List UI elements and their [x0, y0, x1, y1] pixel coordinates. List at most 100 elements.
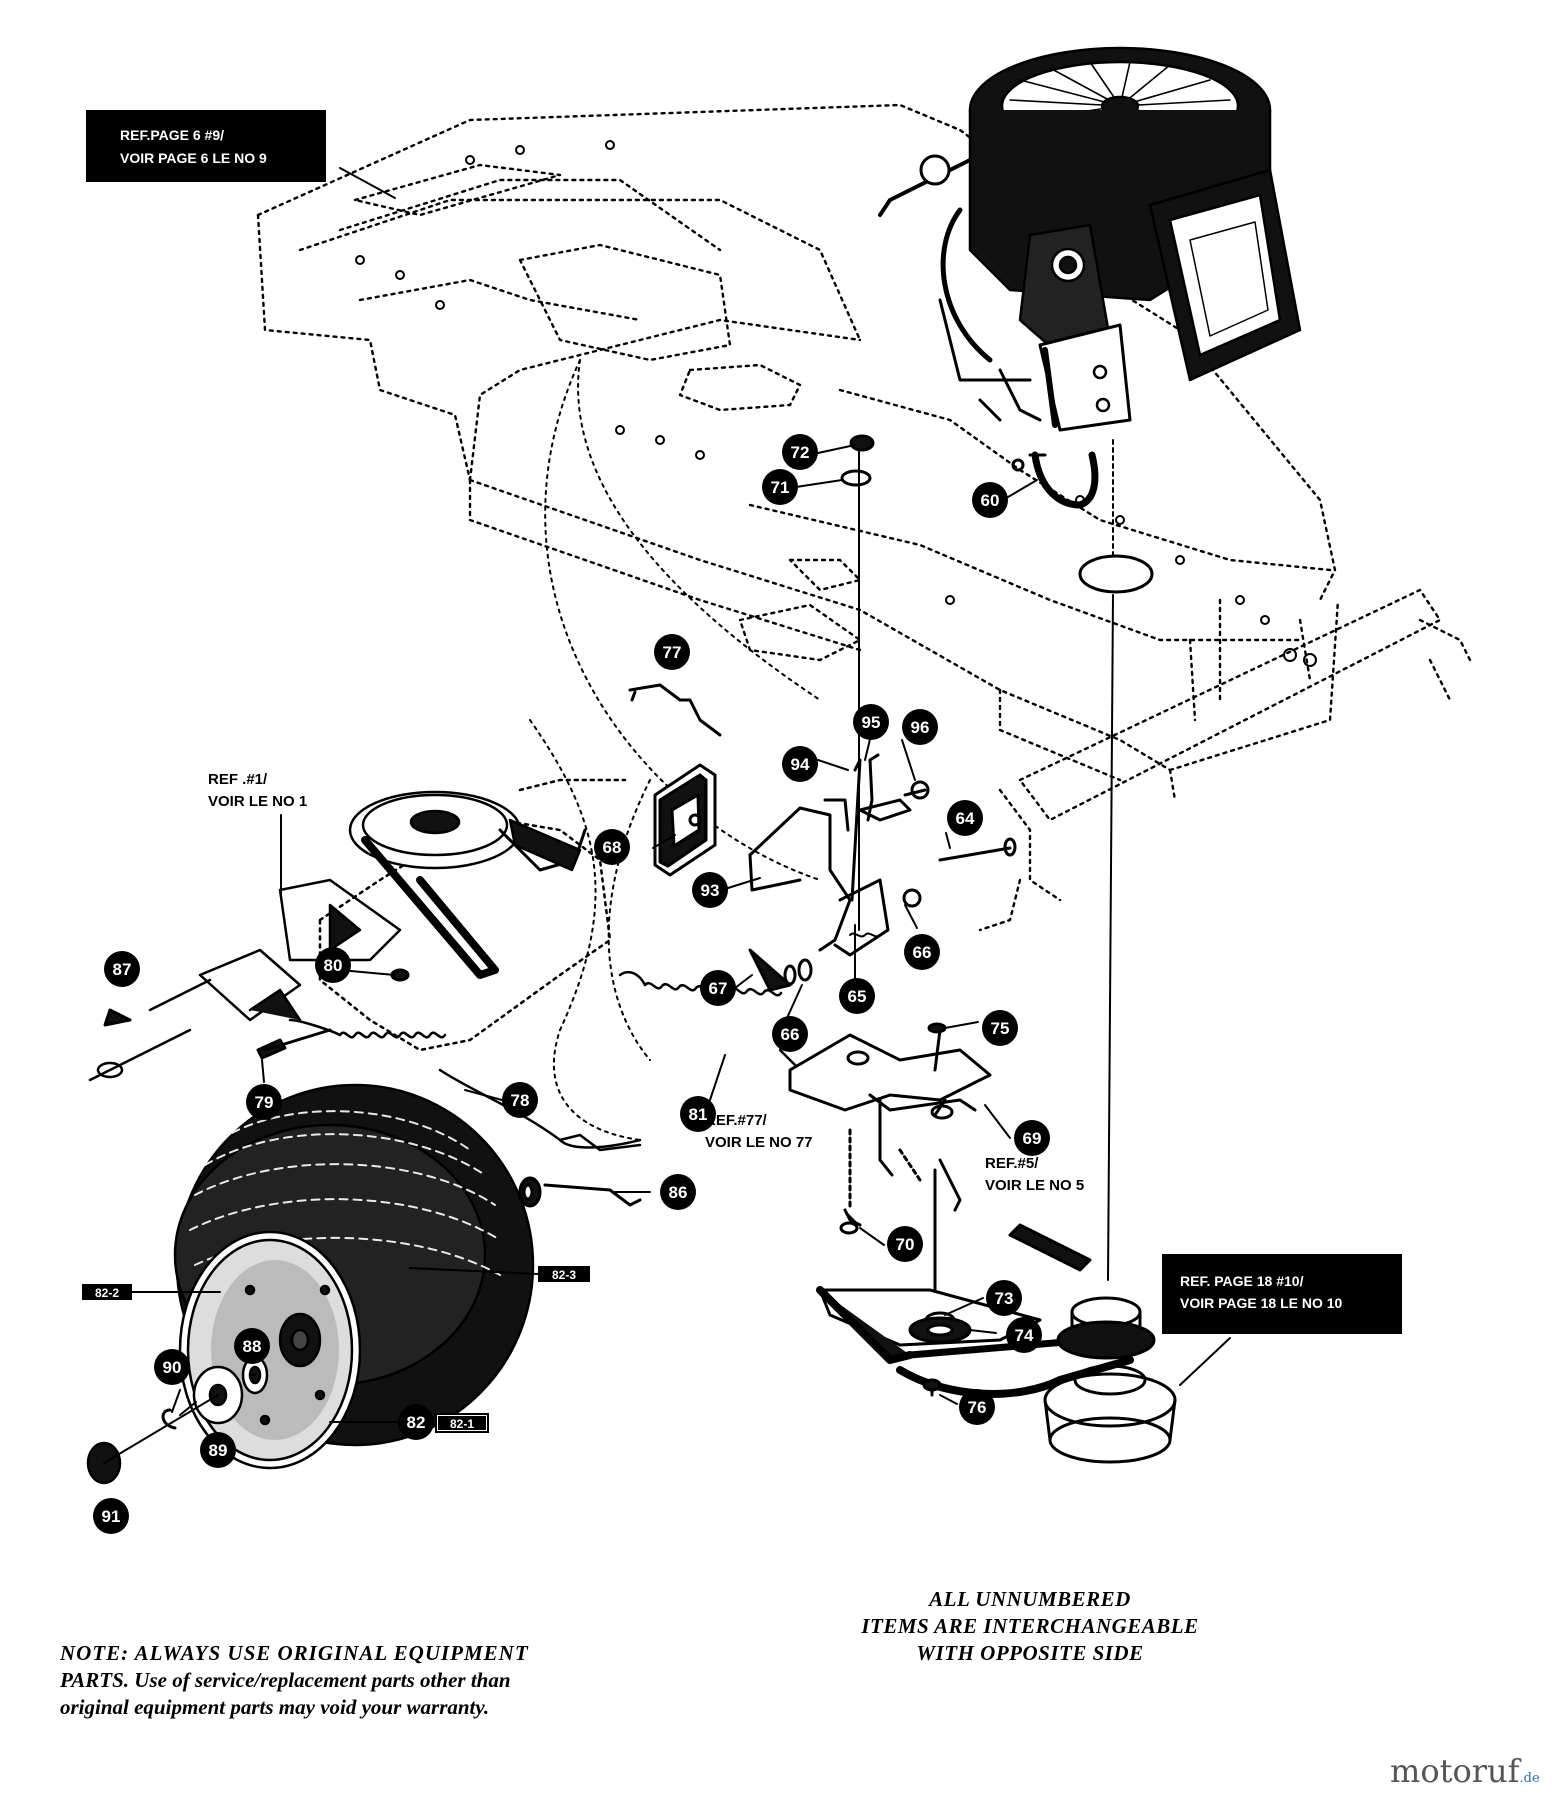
callout-bubble — [200, 1432, 236, 1468]
callout-number: 96 — [911, 718, 930, 737]
svg-text:VOIR LE NO 1: VOIR LE NO 1 — [208, 793, 307, 810]
callout-number: 90 — [163, 1358, 182, 1377]
callout-bubble — [904, 934, 940, 970]
callout-number: 65 — [848, 987, 867, 1006]
callout-number: 88 — [243, 1337, 262, 1356]
shift-parts — [823, 753, 930, 902]
callout-number: 80 — [324, 956, 343, 975]
callout-bubble — [246, 1084, 282, 1120]
svg-text:REF.#5/: REF.#5/ — [985, 1155, 1039, 1172]
callout-77: 77 — [654, 634, 690, 670]
callout-number: 91 — [102, 1507, 121, 1526]
ref-label-rod: REF.#77/ VOIR LE NO 77 — [705, 1112, 813, 1151]
callout-94: 94 — [782, 746, 818, 782]
callout-bubble — [93, 1498, 129, 1534]
svg-text:REF.#77/: REF.#77/ — [705, 1112, 768, 1129]
callout-67: 67 — [700, 970, 736, 1006]
ring — [1078, 439, 1154, 1281]
callout-bubble — [502, 1082, 538, 1118]
note-left-line3: original equipment parts may void your w… — [60, 1695, 490, 1719]
callout-72: 72 — [782, 434, 818, 470]
watermark-name: motoruf — [1390, 1752, 1520, 1790]
callout-86: 86 — [660, 1174, 696, 1210]
note-right-line1: ALL UNNUMBERED — [929, 1587, 1131, 1611]
dotted-guides — [529, 359, 821, 1141]
ref-box-frame-line2: VOIR PAGE 6 LE NO 9 — [120, 150, 267, 166]
callout-80: 80 — [315, 947, 351, 983]
callout-bubble — [762, 469, 798, 505]
transaxle — [88, 778, 627, 1082]
ref-box-pulley-line1: REF. PAGE 18 #10/ — [1180, 1273, 1304, 1289]
callout-number: 64 — [956, 809, 975, 828]
callout-number: 81 — [689, 1105, 708, 1124]
callout-65: 65 — [839, 978, 875, 1014]
svg-text:82-3: 82-3 — [552, 1268, 576, 1282]
note-right-line2: ITEMS ARE INTERCHANGEABLE — [861, 1614, 1199, 1638]
callout-bubble — [234, 1328, 270, 1364]
callout-number: 82 — [407, 1413, 426, 1432]
small-hardware — [103, 968, 410, 1060]
svg-text:VOIR LE NO 5: VOIR LE NO 5 — [985, 1177, 1084, 1194]
tag-82-3: 82-3 — [538, 1266, 590, 1282]
callout-number: 71 — [771, 478, 790, 497]
note-original-parts: NOTE: ALWAYS USE ORIGINAL EQUIPMENT PART… — [60, 1640, 740, 1721]
spring-78 — [288, 1018, 642, 1152]
callout-number: 86 — [669, 1183, 688, 1202]
note-right-line3: WITH OPPOSITE SIDE — [916, 1641, 1144, 1665]
callout-bubble — [986, 1280, 1022, 1316]
callout-bubble — [839, 978, 875, 1014]
callout-bubble — [853, 704, 889, 740]
callout-bubble — [594, 829, 630, 865]
front-axle — [978, 588, 1472, 932]
callout-79: 79 — [246, 1084, 282, 1120]
callout-number: 74 — [1015, 1326, 1034, 1345]
callout-64: 64 — [947, 800, 983, 836]
callout-number: 89 — [209, 1441, 228, 1460]
callout-bubble — [680, 1096, 716, 1132]
watermark: motoruf.de — [1390, 1752, 1540, 1790]
callout-bubble — [947, 800, 983, 836]
callout-73: 73 — [986, 1280, 1022, 1316]
callout-bubble — [782, 746, 818, 782]
callout-number: 94 — [791, 755, 810, 774]
callout-76: 76 — [959, 1389, 995, 1425]
callout-90: 90 — [154, 1349, 190, 1385]
callout-number: 78 — [511, 1091, 530, 1110]
callout-78: 78 — [502, 1082, 538, 1118]
callout-bubble — [982, 1010, 1018, 1046]
callout-70: 70 — [887, 1226, 923, 1262]
callout-number: 79 — [255, 1093, 274, 1112]
bracket-60 — [1011, 451, 1099, 509]
callout-89: 89 — [200, 1432, 236, 1468]
callout-number: 75 — [991, 1019, 1010, 1038]
callout-66: 66 — [772, 1016, 808, 1052]
callout-number: 66 — [913, 943, 932, 962]
callout-60: 60 — [972, 482, 1008, 518]
watermark-suffix: .de — [1519, 1771, 1540, 1786]
callout-69: 69 — [1014, 1120, 1050, 1156]
callout-number: 68 — [603, 838, 622, 857]
callout-bubble — [660, 1174, 696, 1210]
ref-box-frame: REF.PAGE 6 #9/ VOIR PAGE 6 LE NO 9 — [86, 110, 326, 182]
ref-box-frame-line1: REF.PAGE 6 #9/ — [120, 127, 224, 143]
callout-bubble — [398, 1404, 434, 1440]
tag-82-2: 82-2 — [82, 1284, 132, 1300]
bushing-86 — [518, 1176, 642, 1208]
ref-box-pulley-line2: VOIR PAGE 18 LE NO 10 — [1180, 1295, 1343, 1311]
bolt-72-71 — [840, 434, 875, 931]
callout-91: 91 — [93, 1498, 129, 1534]
callout-number: 87 — [113, 960, 132, 979]
callout-96: 96 — [902, 709, 938, 745]
rod-77 — [628, 683, 722, 737]
ref-label-transaxle: REF .#1/ VOIR LE NO 1 — [208, 771, 307, 810]
pulleys — [1043, 1296, 1177, 1464]
callout-71: 71 — [762, 469, 798, 505]
svg-text:82-1: 82-1 — [450, 1417, 474, 1431]
callout-number: 66 — [781, 1025, 800, 1044]
callout-bubble — [104, 951, 140, 987]
callout-number: 70 — [896, 1235, 915, 1254]
callout-bubble — [772, 1016, 808, 1052]
callout-number: 95 — [862, 713, 881, 732]
